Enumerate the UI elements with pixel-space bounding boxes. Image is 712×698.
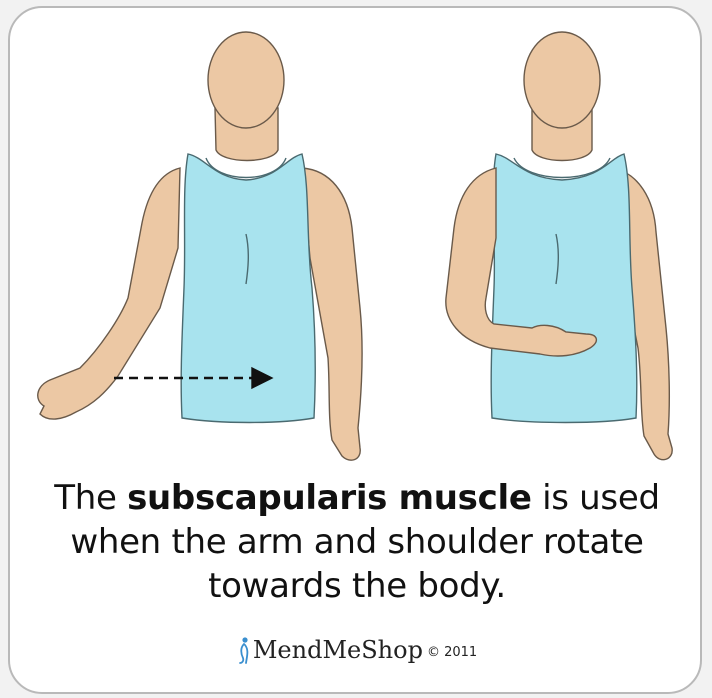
- left-figure-extended-arm: [38, 168, 180, 419]
- left-figure-shirt: [181, 154, 315, 423]
- brand-logo: MendMeShop © 2011: [10, 636, 702, 664]
- card: The subscapularis muscle is used when th…: [8, 6, 702, 694]
- right-figure-head: [524, 32, 600, 128]
- figure-icon: [237, 636, 251, 664]
- copyright: © 2011: [427, 645, 477, 660]
- illustration: [10, 8, 702, 478]
- right-figure: [446, 32, 672, 460]
- left-figure-head: [208, 32, 284, 128]
- right-figure-shirt: [491, 154, 637, 423]
- brand-name: MendMeShop: [253, 636, 423, 664]
- caption: The subscapularis muscle is used when th…: [30, 476, 684, 608]
- caption-prefix: The: [54, 478, 127, 518]
- left-figure: [38, 32, 362, 460]
- caption-bold-term: subscapularis muscle: [127, 478, 532, 518]
